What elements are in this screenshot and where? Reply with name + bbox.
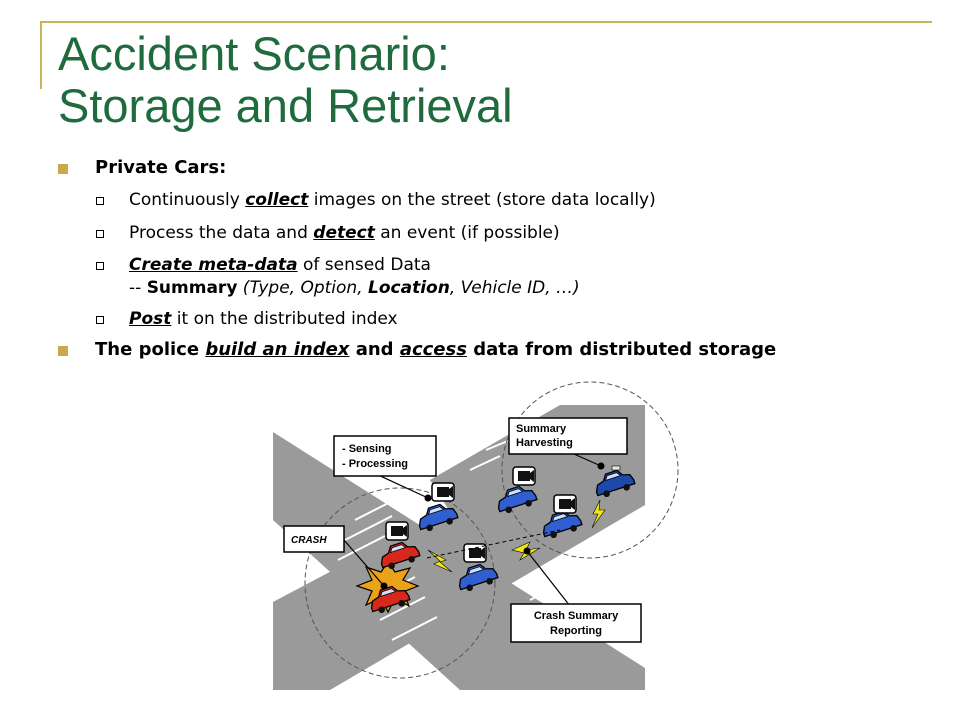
post-keyword: Post bbox=[129, 309, 172, 329]
title-line-2: Storage and Retrieval bbox=[58, 79, 513, 132]
bullet-police: The police build an index and access dat… bbox=[58, 338, 938, 362]
crash-label: CRASH bbox=[291, 535, 327, 546]
detect-post: an event (if possible) bbox=[374, 223, 560, 243]
camera-icon bbox=[512, 466, 536, 486]
summary-word: Summary bbox=[146, 278, 238, 298]
summary-harvesting-callout: Summary Harvesting bbox=[508, 417, 628, 470]
report-connector bbox=[426, 529, 561, 559]
sub-bullet-metadata: Create meta-data of sensed Data -- Summa… bbox=[58, 254, 938, 300]
slide-title: Accident Scenario: Storage and Retrieval bbox=[58, 28, 513, 132]
summary-close: , Vehicle ID, …) bbox=[449, 278, 580, 298]
collect-post: images on the street (store data locally… bbox=[308, 190, 656, 210]
frame-left-rule bbox=[40, 21, 42, 89]
hollow-square-icon bbox=[96, 262, 104, 270]
reporting-label: Reporting bbox=[550, 625, 602, 637]
frame-top-rule bbox=[40, 21, 932, 23]
police-post: data from distributed storage bbox=[466, 339, 777, 360]
metadata-post: of sensed Data bbox=[297, 255, 431, 275]
collect-keyword: collect bbox=[245, 190, 309, 210]
processing-label: - Processing bbox=[342, 458, 408, 470]
private-cars-label: Private Cars: bbox=[95, 157, 227, 178]
camera-icon bbox=[431, 482, 455, 502]
police-light bbox=[611, 465, 621, 471]
lightning-icon bbox=[591, 499, 606, 529]
square-bullet-icon bbox=[58, 346, 68, 356]
crash-region bbox=[304, 487, 496, 679]
sensing-callout: - Sensing - Processing bbox=[333, 435, 437, 502]
bullet-list: Private Cars: Continuously collect image… bbox=[58, 156, 938, 362]
summary-dash: -- bbox=[129, 278, 147, 298]
bullet-private-cars: Private Cars: bbox=[58, 156, 938, 180]
crash-summary-label: Crash Summary bbox=[534, 610, 619, 622]
harvesting-label: Harvesting bbox=[516, 437, 573, 449]
summary-label: Summary bbox=[516, 423, 567, 435]
police-key2: access bbox=[399, 339, 467, 360]
hollow-square-icon bbox=[96, 197, 104, 205]
sub-bullet-detect: Process the data and detect an event (if… bbox=[58, 222, 938, 245]
lightning-icon bbox=[427, 549, 453, 573]
square-bullet-icon bbox=[58, 164, 68, 174]
title-line-1: Accident Scenario: bbox=[58, 27, 450, 80]
detect-pre: Process the data and bbox=[129, 223, 314, 243]
police-pre: The police bbox=[95, 339, 206, 360]
collect-pre: Continuously bbox=[129, 190, 246, 210]
sub-bullet-collect: Continuously collect images on the stree… bbox=[58, 189, 938, 212]
police-region bbox=[501, 381, 679, 559]
hollow-square-icon bbox=[96, 230, 104, 238]
sensing-label: - Sensing bbox=[342, 443, 392, 455]
post-post: it on the distributed index bbox=[171, 309, 398, 329]
detect-keyword: detect bbox=[313, 223, 375, 243]
camera-icon bbox=[385, 521, 409, 541]
location-word: Location bbox=[368, 278, 450, 298]
police-mid: and bbox=[349, 339, 400, 360]
sub-bullet-post: Post it on the distributed index bbox=[58, 308, 938, 331]
summary-open: (Type, Option, bbox=[237, 278, 369, 298]
camera-icon bbox=[553, 494, 577, 514]
crash-callout: CRASH bbox=[283, 525, 388, 590]
metadata-keyword: Create meta-data bbox=[129, 255, 298, 275]
hollow-square-icon bbox=[96, 316, 104, 324]
police-key1: build an index bbox=[205, 339, 350, 360]
crash-summary-reporting-callout: Crash Summary Reporting bbox=[510, 547, 642, 643]
